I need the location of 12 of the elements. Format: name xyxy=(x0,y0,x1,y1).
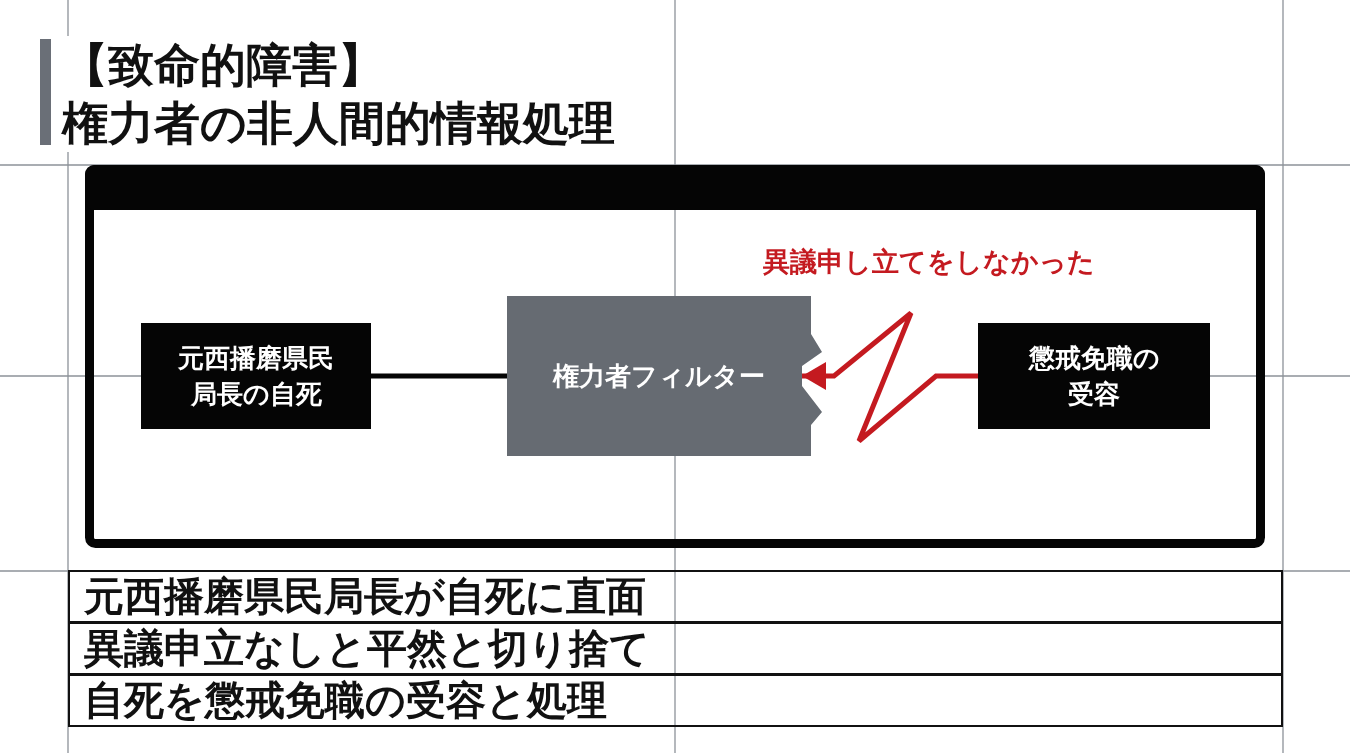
connector-line xyxy=(371,373,507,379)
table-text: 異議申立なしと平然と切り捨て xyxy=(84,624,650,672)
table-text: 自死を懲戒免職の受容と処理 xyxy=(84,676,607,724)
table-text: 元西播磨県民局長が自死に直面 xyxy=(84,572,646,620)
node-label: 権力者フィルター xyxy=(551,360,766,393)
filter-block xyxy=(507,296,822,456)
node-label: 元西播磨県民局長の自死 xyxy=(177,342,335,411)
process-box xyxy=(978,323,1210,429)
zigzag-arrow xyxy=(802,310,978,444)
node-label: 懲戒免職の受容 xyxy=(1027,342,1161,411)
process-box xyxy=(141,323,371,429)
edge-label: 異議申し立てをしなかった xyxy=(763,245,1095,279)
